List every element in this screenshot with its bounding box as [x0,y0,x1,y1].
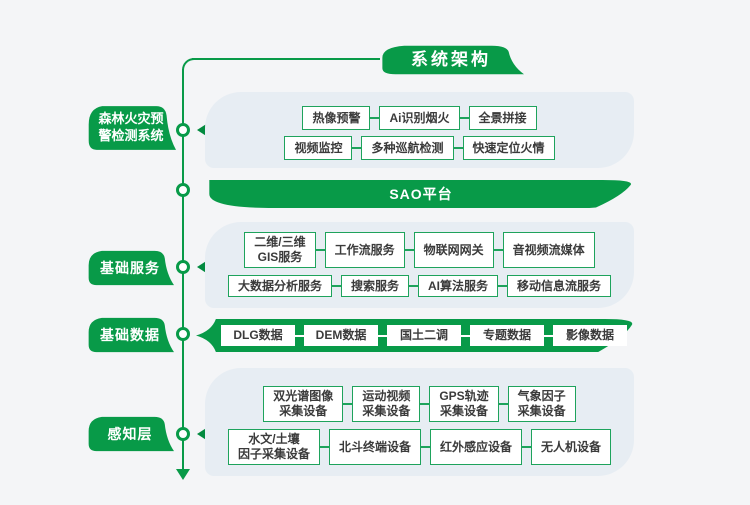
connector-line [544,334,553,337]
services-panel-row-2: 大数据分析服务搜索服务 AI算法服务移动信息流服务 [205,275,634,297]
label-swoosh-shape [88,416,174,452]
perception-panel-row-2: 水文/土壤 因子采集设备北斗终端设备红外感应设备无人机设备 [205,429,634,465]
node-box: 气象因子 采集设备 [507,386,576,422]
node-box: 视频监控 [284,136,353,160]
connector-line [404,249,414,251]
connector-line [461,334,470,337]
timeline-top-connector [192,58,380,60]
node-box: 快速定位火情 [462,136,555,160]
node-box: 大数据分析服务 [227,275,332,297]
platform-bar: SAO平台 [205,180,637,208]
timeline-node-dot [176,427,190,441]
node-box: 影像数据 [553,325,627,346]
node-box: 专题数据 [470,325,544,346]
section-label-text: 基础服务 [100,259,160,276]
timeline-node-dot [176,183,190,197]
node-box: 全景拼接 [468,106,537,130]
connector-line [453,147,463,149]
timeline-node-dot [176,260,190,274]
node-box: Ai识别烟火 [379,106,460,130]
connector-line [331,285,341,287]
connector-line [315,249,325,251]
node-box: 北斗终端设备 [328,429,421,465]
connector-line [493,249,503,251]
label-swoosh-shape [88,250,174,286]
node-box: 物联网网关 [413,232,494,268]
connector-line [498,285,508,287]
platform-bar-label: SAO平台 [389,185,453,202]
node-box: 音视频流媒体 [502,232,595,268]
title-swoosh-shape [382,45,524,75]
basic-services-panel: 二维/三维 GIS服务工作流服务物联网网关音视频流媒体 大数据分析服务搜索服务 A… [205,222,634,308]
node-box: 红外感应设备 [430,429,523,465]
platform-bar-swoosh-shape [209,180,632,208]
connector-line [498,403,508,405]
diagram-title: 系统架构 [411,49,491,69]
section-label-services: 基础服务 [86,250,174,286]
node-box: 热像预警 [302,106,371,130]
services-panel-row-1: 二维/三维 GIS服务工作流服务物联网网关音视频流媒体 [205,232,634,268]
node-box: AI算法服务 [418,275,499,297]
connector-line [295,334,304,337]
connector-line [421,446,430,448]
node-box: 移动信息流服务 [507,275,612,297]
connector-line [352,147,362,149]
node-box: 搜索服务 [340,275,409,297]
connector-line [343,403,353,405]
label-swoosh-shape [88,106,176,150]
diagram-title-banner: 系统架构 [378,45,524,75]
timeline-arrow-down-icon [176,469,190,480]
connector-line [420,403,430,405]
base-data-row: DLG数据 DEM数据国土二调专题数据影像数据 [196,319,638,352]
section-label-perception: 感知层 [86,416,174,452]
connector-line [370,117,380,119]
section-label-text: 感知层 [107,425,153,442]
label-swoosh-shape [88,317,174,353]
node-box: 国土二调 [387,325,461,346]
section-label-base-data: 基础数据 [86,317,174,353]
node-box: 运动视频 采集设备 [352,386,421,422]
timeline-corner-curve [182,58,194,70]
fire-panel-row-2: 视频监控多种巡航检测快速定位火情 [205,136,634,160]
connector-line [378,334,387,337]
fire-detection-panel: 热像预警 Ai识别烟火全景拼接 视频监控多种巡航检测快速定位火情 [205,92,634,168]
timeline-node-dot [176,327,190,341]
connector-line [522,446,532,448]
node-box: 双光谱图像 采集设备 [263,386,344,422]
section-label-text: 基础数据 [100,326,160,343]
section-label-text: 森林火灾预 警检测系统 [98,111,164,143]
section-label-fire-detection: 森林火灾预 警检测系统 [86,105,176,151]
connector-line [409,285,418,287]
node-box: 工作流服务 [324,232,405,268]
timeline-node-dot [176,123,190,137]
connector-line [319,446,329,448]
base-data-bar: DLG数据 DEM数据国土二调专题数据影像数据 [196,319,638,352]
fire-panel-row-1: 热像预警 Ai识别烟火全景拼接 [205,106,634,130]
node-box: 二维/三维 GIS服务 [244,232,316,268]
node-box: 无人机设备 [531,429,612,465]
node-box: 水文/土壤 因子采集设备 [227,429,320,465]
node-box: DEM数据 [304,325,378,346]
connector-line [459,117,469,119]
node-box: 多种巡航检测 [361,136,454,160]
node-box: GPS轨迹 采集设备 [429,386,499,422]
node-box: DLG数据 [221,325,295,346]
